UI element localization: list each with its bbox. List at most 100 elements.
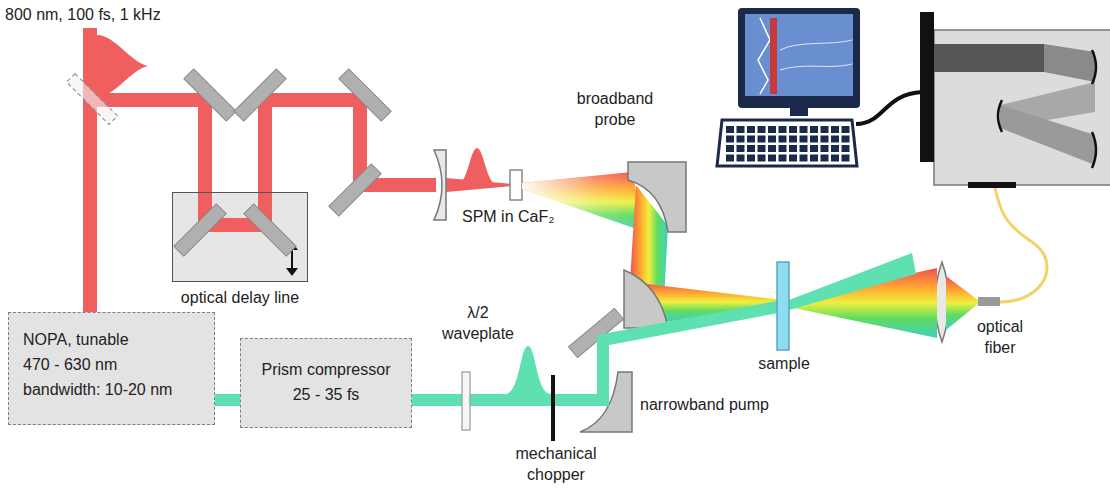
keyboard-key [821,136,829,143]
spectrometer [968,182,1016,188]
keyboard-key [758,155,766,162]
keyboard-key [737,136,745,143]
keyboard-key [779,126,787,133]
computer [856,92,922,124]
pump-beam [412,253,916,400]
component-label: optical fiber [968,316,1032,358]
box-text: 470 - 630 nm [23,352,117,377]
keyboard-key [842,155,850,162]
text-block: NOPA, tunable470 - 630 nmbandwidth: 10-2… [23,327,172,402]
computer [745,14,853,96]
keyboard-key [800,155,808,162]
box-text: optical delay line [181,285,299,310]
spectrometer [934,44,1044,72]
laser-beam [455,148,499,186]
keyboard-key [758,145,766,152]
spectrometer [1000,105,1095,165]
keyboard-key [821,155,829,162]
component-label: sample [754,353,814,374]
keyboard-key [842,145,850,152]
keyboard-key [800,136,808,143]
sample-cell [777,262,789,350]
keyboard-key [768,136,776,143]
delay-stage [172,192,308,282]
keyboard-key [842,126,850,133]
text-block: optical delay line [181,285,299,310]
keyboard-key [726,136,734,143]
keyboard-key [726,155,734,162]
keyboard-key [831,126,839,133]
spm-crystal [510,170,522,200]
spectrometer [920,12,1110,188]
keyboard-key [789,136,797,143]
keyboard-key [810,155,818,162]
computer [758,18,770,94]
keyboard-key [810,126,818,133]
computer [726,126,850,162]
keyboard-key [831,136,839,143]
keyboard-key [789,155,797,162]
delay-line-box: optical delay line [172,192,308,282]
flat-mirror [174,204,226,256]
beam-splitter [67,74,118,125]
curved-mirror [624,270,668,328]
waveplate [462,372,470,430]
spectrometer [998,50,1096,168]
fiber [978,297,1000,306]
compressor-box: Prism compressor25 - 35 fs [240,338,412,428]
flat-mirror [234,69,286,121]
keyboard-key [747,155,755,162]
keyboard-key [737,155,745,162]
keyboard-key [789,145,797,152]
fiber [995,188,1047,302]
keyboard-key [810,145,818,152]
keyboard-key [779,155,787,162]
keyboard-key [831,145,839,152]
lens [434,150,446,220]
keyboard-key [768,145,776,152]
lens [434,150,949,342]
keyboard-key [747,145,755,152]
computer [717,120,857,166]
broadband-beam [946,276,978,330]
keyboard-key [831,155,839,162]
laser-beam [90,28,512,312]
spectrometer [1044,44,1095,82]
beam-splitter [67,74,118,125]
beam-label: narrowband pump [640,394,769,415]
flat-mirror [244,204,296,256]
keyboard-key [779,136,787,143]
waveplate [462,372,470,430]
keyboard-key [758,126,766,133]
curved-mirror [628,162,686,232]
box-text: NOPA, tunable [23,327,129,352]
sample-cell [777,262,789,350]
component-label: λ/2 waveplate [437,302,519,344]
nopa-box: NOPA, tunable470 - 630 nmbandwidth: 10-2… [8,312,215,425]
chopper-blade [551,375,555,441]
fiber [978,188,1047,306]
flat-mirror [329,164,381,216]
keyboard-key [737,126,745,133]
component-label: mechanical chopper [510,443,602,485]
keyboard-key [737,145,745,152]
keyboard-key [747,136,755,143]
pump-beam [505,346,551,394]
keyboard-key [758,136,766,143]
curved-mirror [580,162,686,432]
computer [780,40,852,70]
flat-mirror [339,69,391,121]
keyboard-key [779,145,787,152]
laser-beam [83,28,97,312]
keyboard-key [768,126,776,133]
keyboard-key [821,126,829,133]
text-block: Prism compressor25 - 35 fs [241,357,411,407]
keyboard-key [800,145,808,152]
keyboard-key [768,155,776,162]
laser-beam [97,35,148,97]
computer [738,8,860,108]
spm-crystal [510,170,522,200]
keyboard-key [800,126,808,133]
beam-connector [215,394,240,406]
chopper-blade [551,375,555,441]
